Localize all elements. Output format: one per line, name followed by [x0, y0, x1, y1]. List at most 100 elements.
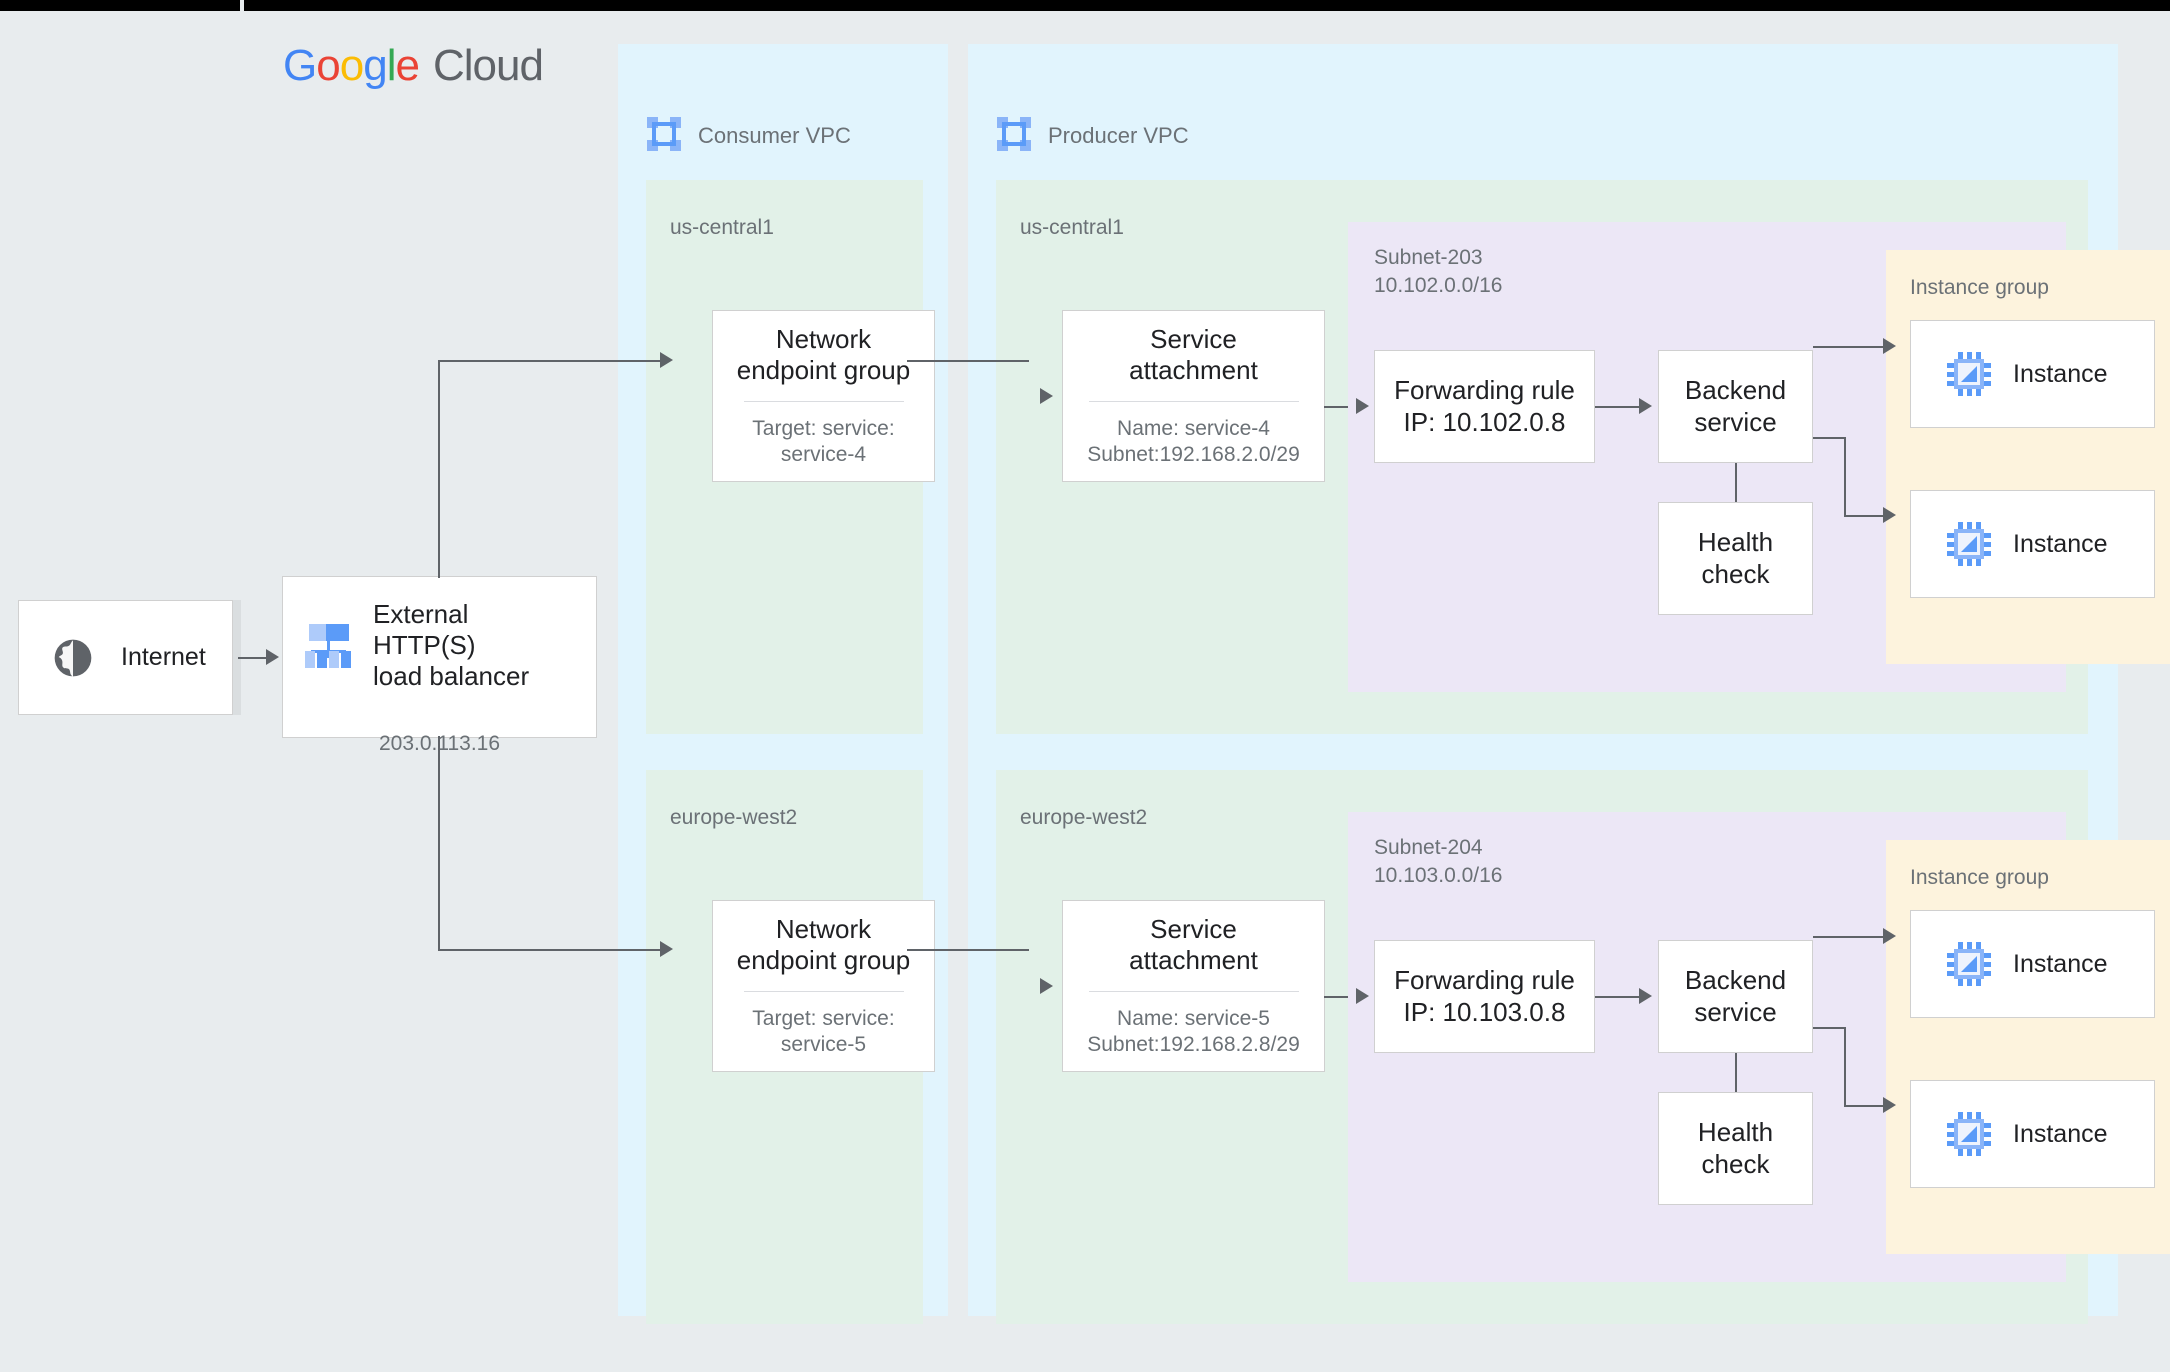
- instance-label: Instance: [2013, 359, 2108, 388]
- connector-lb-down-vertical: [438, 736, 440, 951]
- internet-label: Internet: [121, 643, 206, 671]
- instance-group-container-2: Instance group Instance: [1886, 840, 2170, 1254]
- instance-chip-icon: [1947, 522, 1991, 566]
- consumer-vpc-container: Consumer VPC us-central1 Network endpoin…: [618, 44, 948, 1324]
- health-check-card-2[interactable]: Health check: [1658, 1092, 1813, 1205]
- hc-line2: check: [1701, 1148, 1770, 1179]
- connector-backend-to-instance-2: [1844, 1105, 1885, 1107]
- external-load-balancer-card[interactable]: External HTTP(S) load balancer 203.0.113…: [282, 576, 597, 755]
- consumer-region-europe-west2: europe-west2 Network endpoint group Targ…: [646, 770, 935, 1324]
- backend-service-card-1[interactable]: Backend service: [1658, 350, 1813, 463]
- arrow-into-service-attachment-1: [1040, 388, 1053, 404]
- neg-title-line1: Network: [775, 913, 872, 944]
- connector-lb-up-vertical: [438, 360, 440, 578]
- arrow-into-service-attachment-2: [1040, 978, 1053, 994]
- neg-divider: [743, 400, 904, 402]
- neg-divider: [743, 990, 904, 992]
- logo-letter-o2: o: [339, 41, 365, 90]
- backend-service-card-2[interactable]: Backend service: [1658, 940, 1813, 1053]
- producer-region-us-central1: us-central1 Service attachment Name: ser…: [996, 180, 2170, 734]
- consumer-vpc-label: Consumer VPC: [698, 123, 851, 148]
- connector-lb-to-neg-top: [438, 360, 666, 362]
- lb-title-line2: load balancer: [373, 661, 530, 692]
- instance-card-3[interactable]: Instance: [1910, 910, 2155, 1018]
- bs-line1: Backend: [1684, 964, 1787, 995]
- logo-letter-l: l: [386, 41, 397, 90]
- neg-title-line2: endpoint group: [736, 355, 911, 386]
- fr-line1: Forwarding rule: [1394, 374, 1575, 405]
- region-label: us-central1: [1020, 216, 1124, 239]
- sa-sub-line2: Subnet:192.168.2.0/29: [1087, 443, 1300, 467]
- connector-backend-to-health-check: [1735, 1053, 1737, 1092]
- region-label: europe-west2: [1020, 806, 1148, 829]
- connector-neg-to-sa-bottom: [907, 949, 1029, 951]
- connector-internet-to-lb: [238, 657, 274, 659]
- arrow-into-neg-top: [660, 352, 673, 368]
- network-endpoint-group-card-1[interactable]: Network endpoint group Target: service: …: [712, 310, 935, 482]
- connector-backend-to-instance-1: [1813, 346, 1885, 348]
- connector-fr-to-backend: [1595, 996, 1641, 998]
- sa-title-line2: attachment: [1129, 945, 1258, 976]
- arrow-into-forwarding-rule: [1356, 988, 1369, 1004]
- sa-divider: [1088, 400, 1299, 402]
- fr-line1: Forwarding rule: [1394, 964, 1575, 995]
- service-attachment-card-2[interactable]: Service attachment Name: service-5 Subne…: [1062, 900, 1325, 1072]
- arrow-into-instance-1: [1883, 338, 1896, 354]
- connector-backend-elbow-top: [1813, 1027, 1846, 1029]
- top-black-bar: [0, 0, 2170, 11]
- consumer-region-us-central1: us-central1 Network endpoint group Targe…: [646, 180, 935, 734]
- load-balancer-icon: [303, 623, 355, 668]
- bs-line1: Backend: [1684, 374, 1787, 405]
- internet-card[interactable]: Internet: [18, 600, 233, 715]
- sa-title-line1: Service: [1150, 913, 1237, 944]
- instance-chip-icon: [1947, 1112, 1991, 1156]
- instance-card-2[interactable]: Instance: [1910, 490, 2155, 598]
- network-endpoint-group-card-2[interactable]: Network endpoint group Target: service: …: [712, 900, 935, 1072]
- logo-letter-g2: g: [363, 41, 388, 90]
- subnet-204-container: Subnet-204 10.103.0.0/16 Forwarding rule…: [1324, 812, 2170, 1282]
- instance-group-label: Instance group: [1910, 866, 2049, 889]
- subnet-cidr: 10.103.0.0/16: [1374, 864, 1503, 887]
- fr-line2: IP: 10.103.0.8: [1403, 996, 1566, 1027]
- sa-title-line2: attachment: [1129, 355, 1258, 386]
- health-check-card-1[interactable]: Health check: [1658, 502, 1813, 615]
- sa-divider: [1088, 990, 1299, 992]
- connector-backend-elbow-vertical: [1844, 437, 1846, 516]
- neg-sub-line1: Target: service:: [752, 1006, 895, 1030]
- connector-backend-to-instance-1: [1813, 936, 1885, 938]
- bs-line2: service: [1694, 406, 1777, 437]
- instance-card-1[interactable]: Instance: [1910, 320, 2155, 428]
- connector-sa-to-forwarding-rule: [1324, 996, 1348, 998]
- service-attachment-card-1[interactable]: Service attachment Name: service-4 Subne…: [1062, 310, 1325, 482]
- logo-letter-o1: o: [316, 41, 341, 90]
- instance-chip-icon: [1947, 942, 1991, 986]
- connector-backend-to-health-check: [1735, 463, 1737, 502]
- arrow-into-backend-service: [1639, 988, 1652, 1004]
- arrow-into-forwarding-rule: [1356, 398, 1369, 414]
- sa-sub-line1: Name: service-4: [1117, 416, 1270, 440]
- connector-backend-elbow-vertical: [1844, 1027, 1846, 1106]
- sa-sub-line2: Subnet:192.168.2.8/29: [1087, 1033, 1300, 1057]
- connector-backend-elbow-top: [1813, 437, 1846, 439]
- neg-sub-line1: Target: service:: [752, 416, 895, 440]
- bs-line2: service: [1694, 996, 1777, 1027]
- instance-label: Instance: [2013, 529, 2108, 558]
- forwarding-rule-card-1[interactable]: Forwarding rule IP: 10.102.0.8: [1374, 350, 1595, 463]
- subnet-203-container: Subnet-203 10.102.0.0/16 Forwarding rule…: [1324, 222, 2170, 692]
- subnet-cidr: 10.102.0.0/16: [1374, 274, 1503, 297]
- instance-chip-icon: [1947, 352, 1991, 396]
- forwarding-rule-card-2[interactable]: Forwarding rule IP: 10.103.0.8: [1374, 940, 1595, 1053]
- instance-card-4[interactable]: Instance: [1910, 1080, 2155, 1188]
- producer-region-europe-west2: europe-west2 Service attachment Name: se…: [996, 770, 2170, 1324]
- lb-title-line1: External HTTP(S): [373, 599, 476, 661]
- globe-icon: [51, 636, 95, 680]
- arrow-into-backend-service: [1639, 398, 1652, 414]
- arrow-into-instance-2: [1883, 507, 1896, 523]
- vpc-icon: [646, 116, 682, 152]
- producer-vpc-label: Producer VPC: [1048, 123, 1189, 148]
- hc-line1: Health: [1697, 1116, 1774, 1147]
- connector-fr-to-backend: [1595, 406, 1641, 408]
- logo-word-cloud: Cloud: [432, 41, 544, 90]
- region-label: europe-west2: [670, 806, 798, 829]
